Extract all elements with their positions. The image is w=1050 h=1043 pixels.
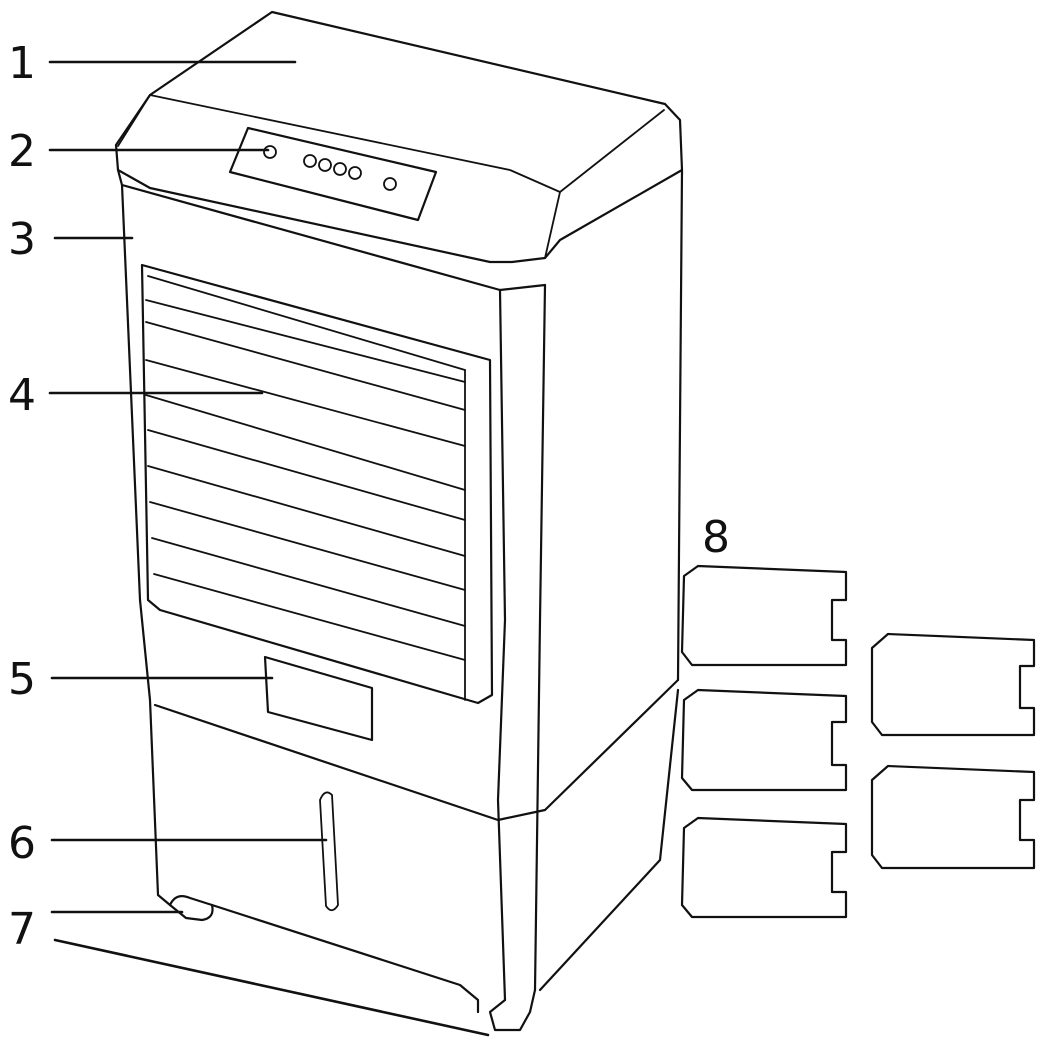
control-button-b: [318, 158, 332, 172]
leader-lines: [48, 60, 490, 1037]
callout-6: 6: [8, 818, 36, 869]
main-housing: [116, 168, 684, 1002]
caster-wheel: [168, 895, 214, 922]
ice-pack-1: [680, 564, 848, 667]
front-panel-window: [263, 655, 374, 742]
water-level-indicator: [319, 791, 339, 912]
control-panel: [228, 126, 438, 222]
control-button-e: [383, 177, 397, 191]
power-button: [263, 145, 277, 159]
callout-labels: 1 2 3 4 5 6 7 8: [8, 38, 730, 955]
ice-pack-5: [870, 764, 1036, 870]
callout-4: 4: [8, 370, 36, 421]
control-button-c: [333, 162, 347, 176]
callout-5: 5: [8, 654, 36, 705]
callout-7: 7: [8, 904, 36, 955]
ice-pack-2: [680, 688, 848, 792]
louver-grille: [140, 263, 494, 705]
ice-packs: [680, 564, 1036, 919]
top-lid: [114, 10, 684, 264]
callout-2: 2: [8, 126, 36, 177]
control-button-a: [303, 154, 317, 168]
callout-1: 1: [8, 38, 36, 89]
control-button-d: [348, 166, 362, 180]
ice-pack-4: [870, 632, 1036, 737]
ice-pack-3: [680, 816, 848, 919]
callout-3: 3: [8, 214, 36, 265]
callout-8: 8: [702, 512, 730, 563]
water-tank: [153, 703, 537, 1032]
leader-line-ground: [53, 938, 490, 1037]
